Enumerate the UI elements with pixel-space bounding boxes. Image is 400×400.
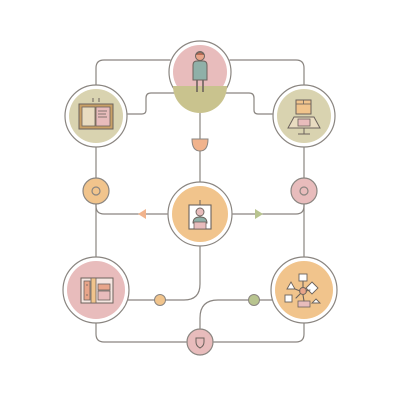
node-person[interactable] — [168, 40, 232, 113]
shield-icon — [195, 337, 205, 349]
node-package[interactable] — [272, 84, 336, 148]
edge-bottom-right — [213, 321, 305, 343]
connector-dot-center-right[interactable] — [248, 294, 260, 306]
edge-right-dot-center — [232, 203, 305, 215]
connector-dot-left[interactable] — [82, 177, 110, 205]
person-icon — [192, 51, 208, 92]
edge-bottom-left — [95, 321, 187, 343]
edge-left-dot-center — [95, 203, 168, 215]
node-portrait[interactable] — [167, 181, 233, 247]
edge-book-person — [127, 92, 176, 115]
open-book-icon — [78, 98, 114, 130]
left-arrow — [138, 209, 146, 219]
edge-shield-loop — [199, 299, 273, 329]
node-shapes[interactable] — [270, 256, 338, 324]
edge-center-down — [127, 246, 201, 301]
connector-dot-right[interactable] — [290, 177, 318, 205]
markers — [138, 138, 263, 219]
node-books[interactable] — [62, 256, 130, 324]
edge-top-right — [229, 59, 305, 87]
node-book[interactable] — [64, 84, 128, 148]
books-shelf-icon — [80, 277, 114, 304]
connector-dot-center-left[interactable] — [154, 294, 166, 306]
edge-top-left — [95, 59, 171, 87]
edge-package-person — [224, 92, 273, 115]
package-icon — [287, 99, 321, 135]
right-arrow — [255, 209, 263, 219]
down-arrow — [191, 138, 209, 152]
connector-shield-bottom[interactable] — [186, 328, 214, 356]
portrait-frame-icon — [188, 200, 212, 230]
shapes-icon — [284, 273, 322, 308]
